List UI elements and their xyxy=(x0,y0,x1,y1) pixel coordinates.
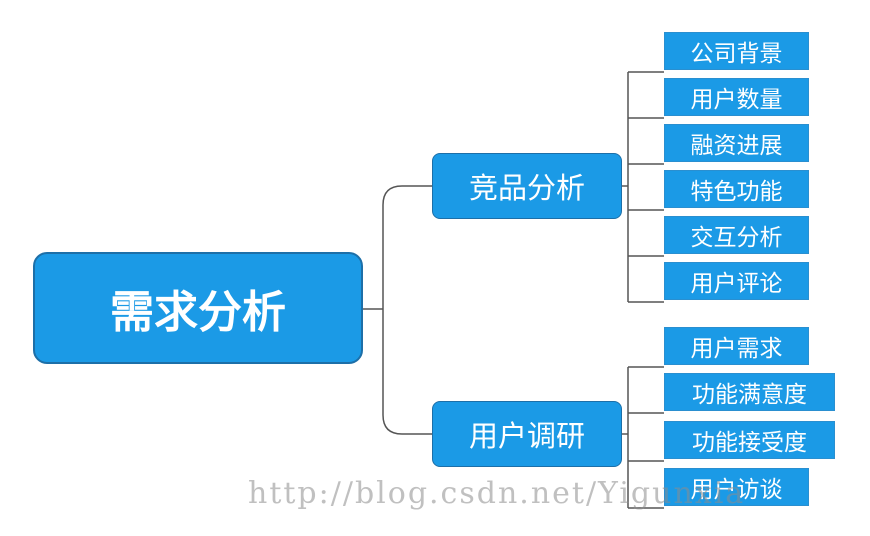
connector-root-branch-1 xyxy=(382,185,432,309)
watermark-text: http://blog.csdn.net/Yigunxia xyxy=(248,476,746,511)
leaf-node: 用户数量 xyxy=(664,78,809,116)
leaf-node: 功能满意度 xyxy=(664,373,835,411)
leaf-node: 用户评论 xyxy=(664,262,809,300)
branch-node-user-research: 用户调研 xyxy=(432,401,622,467)
root-node: 需求分析 xyxy=(33,252,363,364)
connector-root-branch-2 xyxy=(382,309,432,435)
leaf-node: 特色功能 xyxy=(664,170,809,208)
branch-node-competitor-analysis: 竞品分析 xyxy=(432,153,622,219)
leaf-node: 交互分析 xyxy=(664,216,809,254)
leaf-node: 用户访谈 xyxy=(664,468,809,506)
leaf-node: 用户需求 xyxy=(664,327,809,365)
leaf-node: 公司背景 xyxy=(664,32,809,70)
leaf-node: 融资进展 xyxy=(664,124,809,162)
leaf-node: 功能接受度 xyxy=(664,421,835,459)
